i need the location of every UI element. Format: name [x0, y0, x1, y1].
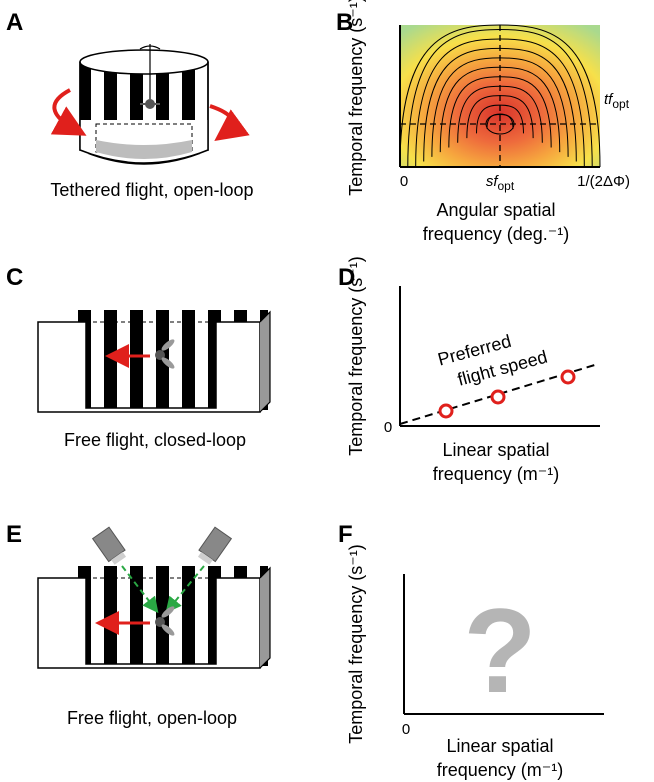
y-axis-label-f: Temporal frequency (s⁻¹) — [346, 544, 366, 744]
caption-c: Free flight, closed-loop — [64, 430, 246, 450]
tick-sf-opt: sfopt — [486, 173, 515, 193]
data-point — [560, 369, 576, 385]
panel-label-a: A — [6, 9, 23, 36]
tick-zero-f: 0 — [402, 721, 410, 738]
question-mark: ? — [463, 584, 536, 718]
x-axis-label-b-2: frequency (deg.⁻¹) — [423, 224, 570, 244]
panel-label-d: D — [338, 264, 355, 291]
panel-f: F ? Temporal frequency (s⁻¹) 0 Linear sp… — [338, 521, 604, 780]
x-axis-label-f-2: frequency (m⁻¹) — [437, 760, 564, 780]
y-axis-label-d: Temporal frequency (s⁻¹) — [346, 256, 366, 456]
camera-icon — [91, 526, 127, 565]
fly-icon — [140, 99, 160, 109]
data-point — [438, 403, 454, 419]
striped-drum — [79, 49, 209, 165]
x-axis-label-d-2: frequency (m⁻¹) — [433, 464, 560, 484]
x-axis-label-f-1: Linear spatial — [446, 736, 553, 756]
rotation-arrow-icon — [209, 104, 250, 142]
x-axis-label-b-1: Angular spatial — [436, 200, 555, 220]
panel-label-e: E — [6, 521, 22, 548]
panel-label-c: C — [6, 264, 23, 291]
y-axis-label-b: Temporal frequency (s⁻¹) — [346, 0, 366, 196]
panel-b: B Temporal frequency (s⁻¹) 0 sfopt 1/(2Δ… — [336, 0, 630, 244]
panel-label-b: B — [336, 9, 353, 36]
panel-e: E Free flight, open-loop — [6, 521, 271, 728]
fly-icon — [155, 606, 175, 636]
panel-d: D Preferred flight speed Temporal freque… — [338, 256, 600, 484]
tick-max-b: 1/(2ΔΦ) — [577, 173, 630, 190]
fly-icon — [155, 339, 175, 369]
tick-tf-opt: tfopt — [604, 91, 630, 111]
caption-a: Tethered flight, open-loop — [50, 180, 253, 200]
free-flight-arena — [37, 566, 271, 669]
tick-zero-b: 0 — [400, 173, 408, 190]
tick-zero-d: 0 — [384, 419, 392, 436]
panel-c: C Free flight, closed-loop — [6, 264, 271, 450]
data-point — [490, 389, 506, 405]
rotation-arrow-icon — [50, 88, 87, 136]
contour-line — [486, 114, 514, 129]
caption-e: Free flight, open-loop — [67, 708, 237, 728]
panel-label-f: F — [338, 521, 353, 548]
free-flight-arena — [37, 310, 271, 413]
panel-a: A Tethered flight, open-loop — [6, 9, 254, 200]
camera-icon — [197, 526, 233, 565]
x-axis-label-d-1: Linear spatial — [442, 440, 549, 460]
rotation-arrow-icon — [139, 45, 161, 50]
